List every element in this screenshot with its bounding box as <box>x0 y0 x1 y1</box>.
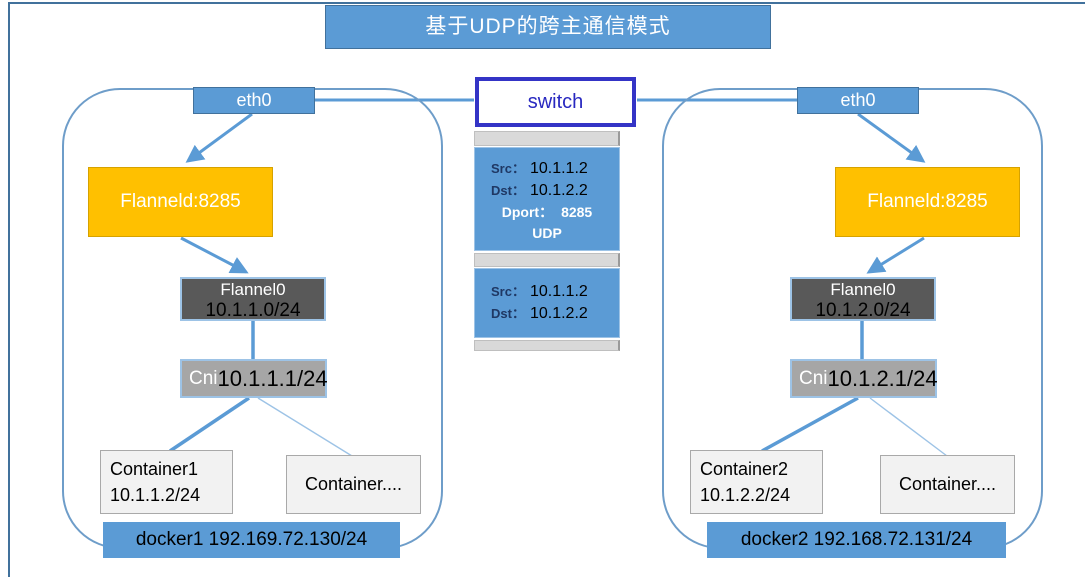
packet-inner-ip: Src： 10.1.1.2 Dst： 10.1.2.2 <box>474 268 620 338</box>
packet-outer-dst-label: Dst： <box>491 183 525 198</box>
right-container2-name: Container2 <box>700 459 789 479</box>
right-cni-name: Cni <box>799 367 828 389</box>
packet-outer-src-row: Src： 10.1.1.2 <box>475 158 619 180</box>
packet-separator-middle <box>474 253 620 267</box>
packet-outer-dport-label: Dport： <box>501 204 554 220</box>
right-cni-box: Cni 10.1.2.1/24 <box>790 359 938 398</box>
left-flannel0-name: Flannel0 <box>220 280 286 299</box>
right-container2-ip: 10.1.2.2/24 <box>700 485 791 505</box>
diagram-title: 基于UDP的跨主通信模式 <box>325 5 771 49</box>
packet-outer-src-label: Src： <box>491 161 525 176</box>
right-cni-ip: 10.1.2.1/24 <box>827 365 938 391</box>
outer-border <box>8 2 1085 577</box>
left-flanneld-box: Flanneld:8285 <box>88 167 273 237</box>
left-container1-box: Container1 10.1.1.2/24 <box>100 450 233 514</box>
packet-outer-proto: UDP <box>532 225 562 241</box>
left-flannel0-box: Flannel0 10.1.1.0/24 <box>180 277 326 321</box>
right-eth0-box: eth0 <box>797 87 919 114</box>
left-cni-name: Cni <box>189 367 218 389</box>
packet-outer-dport-value: 8285 <box>561 204 593 220</box>
left-cni-ip: 10.1.1.1/24 <box>217 365 328 391</box>
left-container-more-box: Container.... <box>286 455 421 514</box>
left-docker-label: docker1 192.169.72.130/24 <box>103 522 400 558</box>
packet-separator-bottom <box>474 340 620 351</box>
packet-outer-dport-row: Dport： 8285 <box>475 202 619 223</box>
left-flannel0-cidr: 10.1.1.0/24 <box>205 300 301 321</box>
packet-outer-dst-row: Dst： 10.1.2.2 <box>475 180 619 202</box>
left-container1-ip: 10.1.1.2/24 <box>110 485 201 505</box>
packet-separator-top <box>474 131 620 146</box>
packet-inner-src-value: 10.1.1.2 <box>529 283 588 300</box>
packet-inner-dst-row: Dst： 10.1.2.2 <box>475 303 619 325</box>
left-cni-box: Cni 10.1.1.1/24 <box>180 359 328 398</box>
packet-outer-src-value: 10.1.1.2 <box>529 160 588 177</box>
left-container1-name: Container1 <box>110 459 199 479</box>
packet-outer-dst-value: 10.1.2.2 <box>529 182 588 199</box>
right-flanneld-box: Flanneld:8285 <box>835 167 1020 237</box>
right-container2-box: Container2 10.1.2.2/24 <box>690 450 823 514</box>
right-container-more-box: Container.... <box>880 455 1015 514</box>
packet-inner-dst-value: 10.1.2.2 <box>529 305 588 322</box>
packet-inner-src-label: Src： <box>491 284 525 299</box>
right-docker-label: docker2 192.168.72.131/24 <box>707 522 1006 558</box>
switch-box: switch <box>475 77 636 127</box>
right-flannel0-name: Flannel0 <box>830 280 896 299</box>
packet-inner-dst-label: Dst： <box>491 306 525 321</box>
packet-encapsulated-udp: Src： 10.1.1.2 Dst： 10.1.2.2 Dport： 8285 UDP <box>474 147 620 251</box>
left-eth0-box: eth0 <box>193 87 315 114</box>
right-flannel0-box: Flannel0 10.1.2.0/24 <box>790 277 936 321</box>
right-flannel0-cidr: 10.1.2.0/24 <box>815 300 911 321</box>
packet-inner-src-row: Src： 10.1.1.2 <box>475 281 619 303</box>
